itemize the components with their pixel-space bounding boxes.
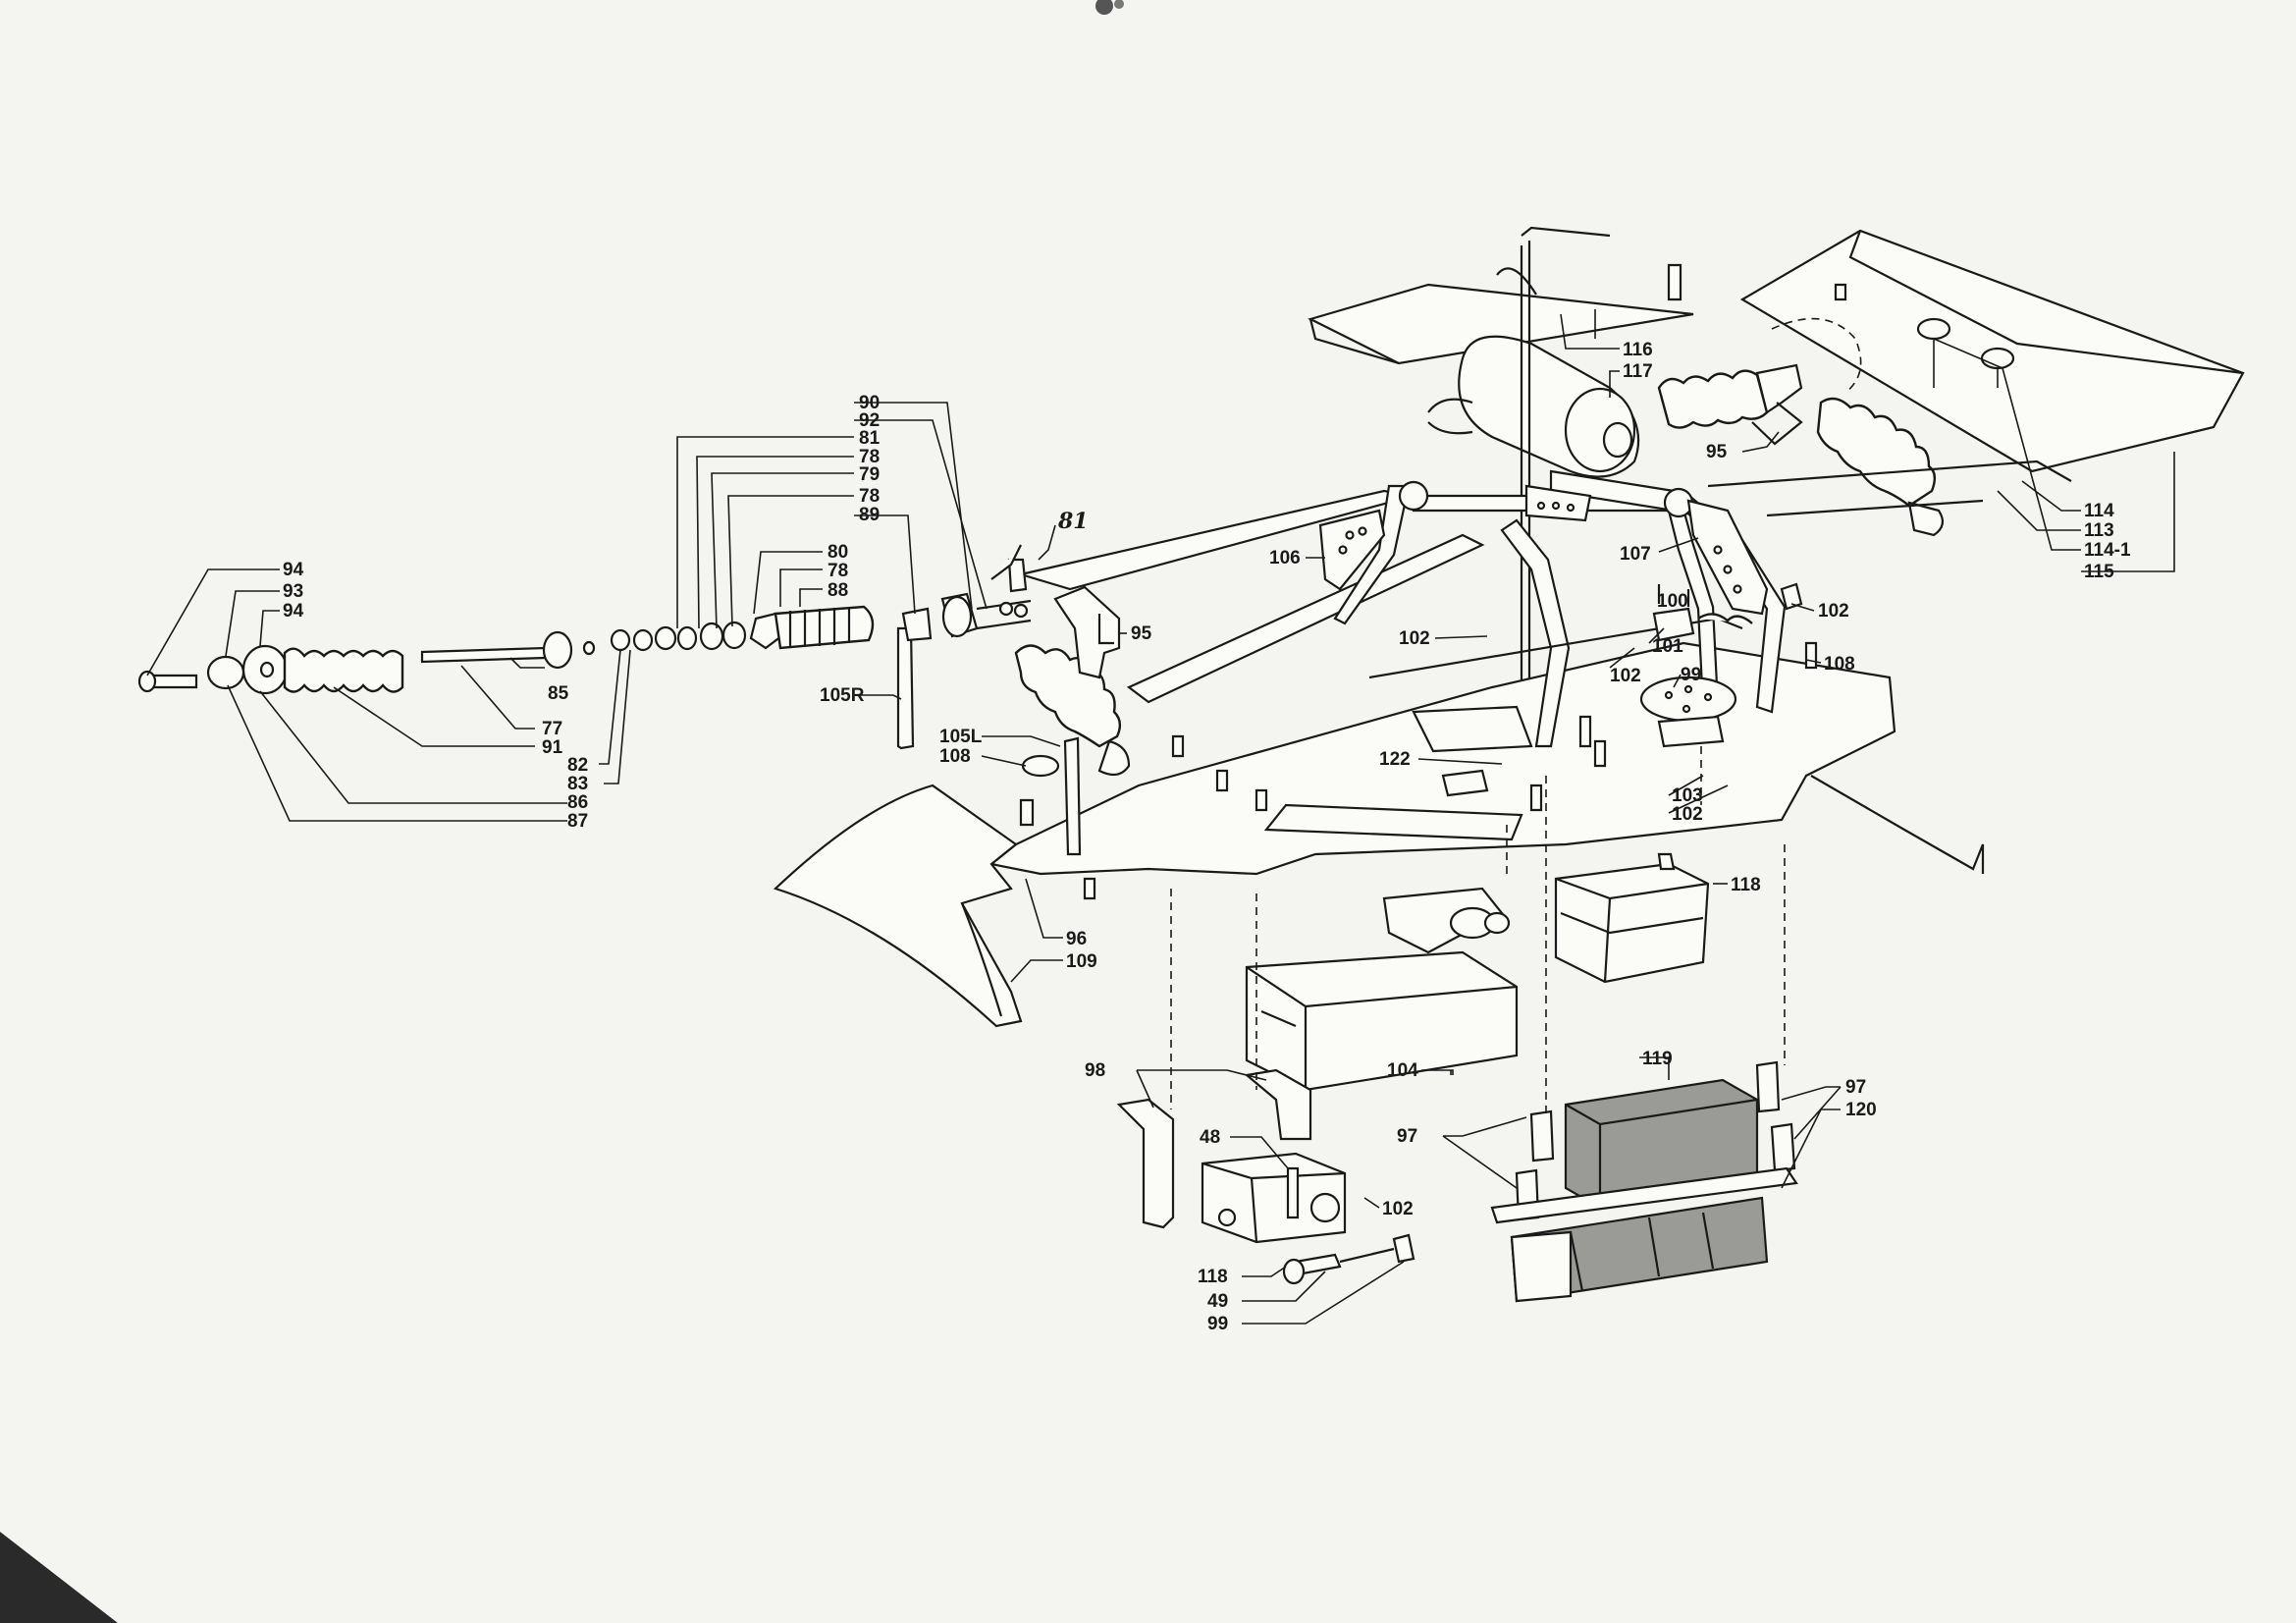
callout-114: 114 — [2084, 501, 2114, 521]
linkage-99 — [1282, 1166, 1415, 1285]
rear-left-shock — [1657, 363, 1803, 446]
front-spoiler — [773, 784, 1023, 1028]
callout-100: 100 — [1657, 591, 1688, 612]
callout-90: 90 — [859, 393, 880, 413]
battery-posts-97 — [1490, 1060, 1798, 1224]
callout-86: 86 — [567, 792, 588, 813]
callout-97-right: 97 — [1845, 1077, 1866, 1098]
callout-105L: 105L — [939, 727, 983, 747]
callout-88: 88 — [828, 580, 848, 601]
callout-83: 83 — [567, 774, 588, 794]
roll-cage — [1016, 469, 1787, 748]
callout-106: 106 — [1269, 548, 1301, 568]
callout-48: 48 — [1200, 1127, 1220, 1148]
callout-81-handwritten: 81 — [1057, 509, 1089, 534]
callout-108-rear: 108 — [1824, 654, 1855, 675]
callout-107: 107 — [1620, 544, 1651, 565]
callout-102-right: 102 — [1818, 601, 1849, 622]
servo-118-upper — [1554, 852, 1710, 984]
scan-corner-shadow — [0, 1532, 118, 1623]
callout-97-left: 97 — [1397, 1126, 1417, 1147]
callout-122: 122 — [1379, 749, 1411, 770]
chassis-screws — [1019, 263, 1847, 900]
callout-89: 89 — [859, 505, 880, 525]
callout-94-a: 94 — [283, 560, 304, 580]
motor-can — [1427, 267, 1640, 478]
callout-117: 117 — [1623, 361, 1653, 382]
callout-102-servo: 102 — [1382, 1199, 1414, 1219]
rear-upper-wing — [1307, 283, 1694, 365]
battery-pack-119 — [1510, 1078, 1769, 1303]
callout-79: 79 — [859, 464, 880, 485]
exploded-shock-row — [137, 605, 933, 695]
callout-99-lower: 99 — [1207, 1314, 1228, 1334]
callout-82: 82 — [567, 755, 588, 776]
callout-95-front: 95 — [1131, 623, 1152, 644]
callout-91: 91 — [542, 737, 563, 758]
handwritten-pointer — [990, 544, 1022, 580]
leader-lines — [146, 309, 2175, 1325]
mount-98 — [1116, 1068, 1312, 1229]
callout-102-left: 102 — [1399, 628, 1430, 649]
callout-98: 98 — [1085, 1060, 1105, 1081]
rear-right-shock — [1816, 397, 1945, 537]
callout-94-b: 94 — [283, 601, 304, 622]
callout-104: 104 — [1387, 1060, 1418, 1081]
callout-87: 87 — [567, 811, 588, 832]
callout-120: 120 — [1845, 1100, 1877, 1120]
callout-81: 81 — [859, 428, 881, 449]
pivot-100 — [1652, 584, 1753, 642]
side-bracket-106 — [1318, 509, 1386, 591]
callout-116: 116 — [1623, 340, 1653, 360]
front-link-105L — [1063, 736, 1082, 856]
callout-99-upper: 99 — [1681, 665, 1701, 685]
callout-96: 96 — [1066, 929, 1087, 949]
callout-105R: 105R — [820, 685, 865, 706]
callout-118-upper: 118 — [1731, 875, 1761, 895]
rear-bracket — [1524, 484, 1592, 522]
receiver-box-104 — [1245, 950, 1519, 1092]
callout-95-rear: 95 — [1706, 442, 1728, 462]
callout-109: 109 — [1066, 951, 1097, 972]
wire-path-dashed — [1771, 317, 1862, 394]
callout-113: 113 — [2084, 520, 2114, 541]
front-bracket-95 — [1053, 585, 1121, 679]
front-link-105R — [896, 626, 915, 750]
callout-115: 115 — [2084, 562, 2114, 582]
scan-speck — [1114, 0, 1124, 9]
callout-78-c: 78 — [828, 561, 848, 581]
callout-103: 103 — [1672, 785, 1703, 806]
callout-49: 49 — [1207, 1291, 1228, 1312]
servo-118-lower — [1201, 1152, 1347, 1244]
callout-85: 85 — [548, 683, 569, 704]
callout-118-lower: 118 — [1198, 1267, 1228, 1287]
front-left-shock — [1014, 644, 1131, 777]
bushing-108 — [1021, 754, 1060, 778]
callout-78-a: 78 — [859, 447, 880, 467]
callout-101: 101 — [1652, 636, 1683, 657]
callout-119: 119 — [1642, 1049, 1673, 1069]
callout-80: 80 — [828, 542, 848, 563]
callout-102-lower: 102 — [1672, 804, 1703, 825]
receiver-cover — [1382, 887, 1511, 954]
throttle-rod — [1810, 775, 1985, 874]
rear-rods — [1707, 460, 2072, 517]
side-bracket-107 — [1686, 499, 1769, 616]
callout-114-1: 114-1 — [2084, 540, 2131, 561]
callout-77: 77 — [542, 719, 562, 739]
callout-102-mid: 102 — [1610, 666, 1641, 686]
callout-108-front: 108 — [939, 746, 971, 767]
callout-93: 93 — [283, 581, 303, 602]
callout-labels: 90 92 81 78 79 78 89 80 78 88 94 93 94 8… — [283, 340, 2131, 1334]
assembly-guide-lines — [1170, 746, 1786, 1114]
rear-wing — [1739, 229, 2245, 473]
scan-speck — [1095, 0, 1113, 15]
callout-92: 92 — [859, 410, 880, 431]
servo-saver-plate — [1639, 676, 1737, 748]
callout-78-b: 78 — [859, 486, 880, 507]
